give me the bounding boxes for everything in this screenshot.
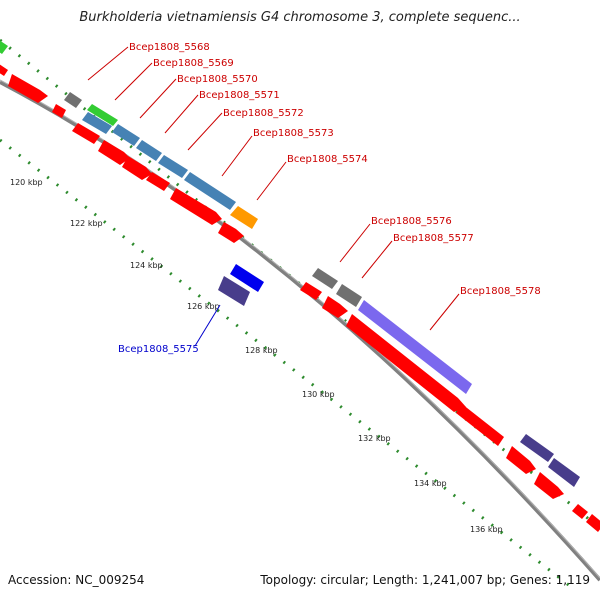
tick-label: 122 kbp <box>70 219 103 228</box>
cds-block-steelblue <box>184 172 236 210</box>
cds-arrow <box>8 74 48 103</box>
cds-block-blue <box>230 264 264 292</box>
cds-block-gray <box>312 268 338 289</box>
gene-label[interactable]: Bcep1808_5571 <box>199 90 280 101</box>
gene-leader-line <box>429 293 460 331</box>
cds-block-orange <box>230 206 258 229</box>
tick-label: 126 kbp <box>187 302 220 311</box>
cds-arrow <box>0 64 8 76</box>
cds-arrow <box>52 104 66 118</box>
gene-label[interactable]: Bcep1808_5575 <box>118 344 199 355</box>
gene-leader-line <box>194 304 221 347</box>
tick-label: 120 kbp <box>10 178 43 187</box>
cds-block-darkslate <box>218 276 250 306</box>
cds-block-darkslate <box>548 458 580 487</box>
tick-label: 124 kbp <box>130 261 163 270</box>
gene-leader-line <box>164 94 199 134</box>
cds-arrow <box>218 222 244 243</box>
cds-arrow <box>534 472 564 499</box>
gene-label[interactable]: Bcep1808_5572 <box>223 108 304 119</box>
cds-block-darkslate <box>520 434 554 462</box>
gene-leader-line <box>139 78 177 119</box>
cds-arrow <box>72 123 100 144</box>
gene-leader-line <box>114 62 153 101</box>
cds-arrow <box>322 296 348 318</box>
topology-label: Topology: circular; Length: 1,241,007 bp… <box>260 573 590 587</box>
gene-leader-line <box>339 223 371 263</box>
gene-label-layer: Bcep1808_5568Bcep1808_5569Bcep1808_5570B… <box>87 42 541 355</box>
cds-arrow <box>586 514 600 532</box>
tick-layer: 120 kbp 122 kbp 124 kbp 126 kbp 128 kbp 130 k… <box>10 178 503 534</box>
cds-arrow <box>572 504 588 519</box>
gene-label[interactable]: Bcep1808_5577 <box>393 233 474 244</box>
gc-track-inner <box>0 138 576 592</box>
cds-block-green <box>87 104 118 126</box>
cds-block-purple <box>358 300 472 394</box>
cds-arrow <box>456 404 504 446</box>
tick-label: 136 kbp <box>470 525 503 534</box>
tick-label: 134 kbp <box>414 479 447 488</box>
cds-arrow <box>98 140 130 165</box>
gene-leader-line <box>187 112 223 151</box>
gene-leader-line <box>256 161 287 201</box>
cds-arrow <box>122 156 152 180</box>
cds-arrow <box>170 188 222 225</box>
gene-label[interactable]: Bcep1808_5570 <box>177 74 258 85</box>
gene-label[interactable]: Bcep1808_5576 <box>371 216 452 227</box>
cds-arrow <box>506 446 536 474</box>
cds-arrow <box>146 172 170 191</box>
cds-block-steelblue <box>158 155 188 178</box>
gene-leader-line <box>361 240 393 279</box>
gene-label[interactable]: Bcep1808_5573 <box>253 128 334 139</box>
tick-label: 128 kbp <box>245 346 278 355</box>
cds-block-steelblue <box>112 124 140 146</box>
outer-cds-track <box>0 40 580 487</box>
gene-label[interactable]: Bcep1808_5578 <box>460 286 541 297</box>
cds-block-steelblue <box>82 112 112 134</box>
gene-label[interactable]: Bcep1808_5569 <box>153 58 234 69</box>
cds-arrow <box>346 314 466 412</box>
map-title: Burkholderia vietnamiensis G4 chromosome… <box>79 10 521 25</box>
cds-block-gray <box>336 284 362 307</box>
tick-label: 130 kbp <box>302 390 335 399</box>
cds-block-gray <box>64 92 82 108</box>
gene-leader-line <box>87 46 129 81</box>
cds-block-steelblue <box>136 140 162 161</box>
tick-label: 132 kbp <box>358 434 391 443</box>
cds-arrow <box>300 282 322 300</box>
gene-label[interactable]: Bcep1808_5574 <box>287 154 368 165</box>
reverse-cds-track <box>218 264 264 306</box>
gene-leader-line <box>221 135 253 177</box>
accession-label: Accession: NC_009254 <box>8 573 145 587</box>
cds-block-green <box>0 40 8 54</box>
forward-cds-track <box>0 64 600 532</box>
gene-label[interactable]: Bcep1808_5568 <box>129 42 210 53</box>
